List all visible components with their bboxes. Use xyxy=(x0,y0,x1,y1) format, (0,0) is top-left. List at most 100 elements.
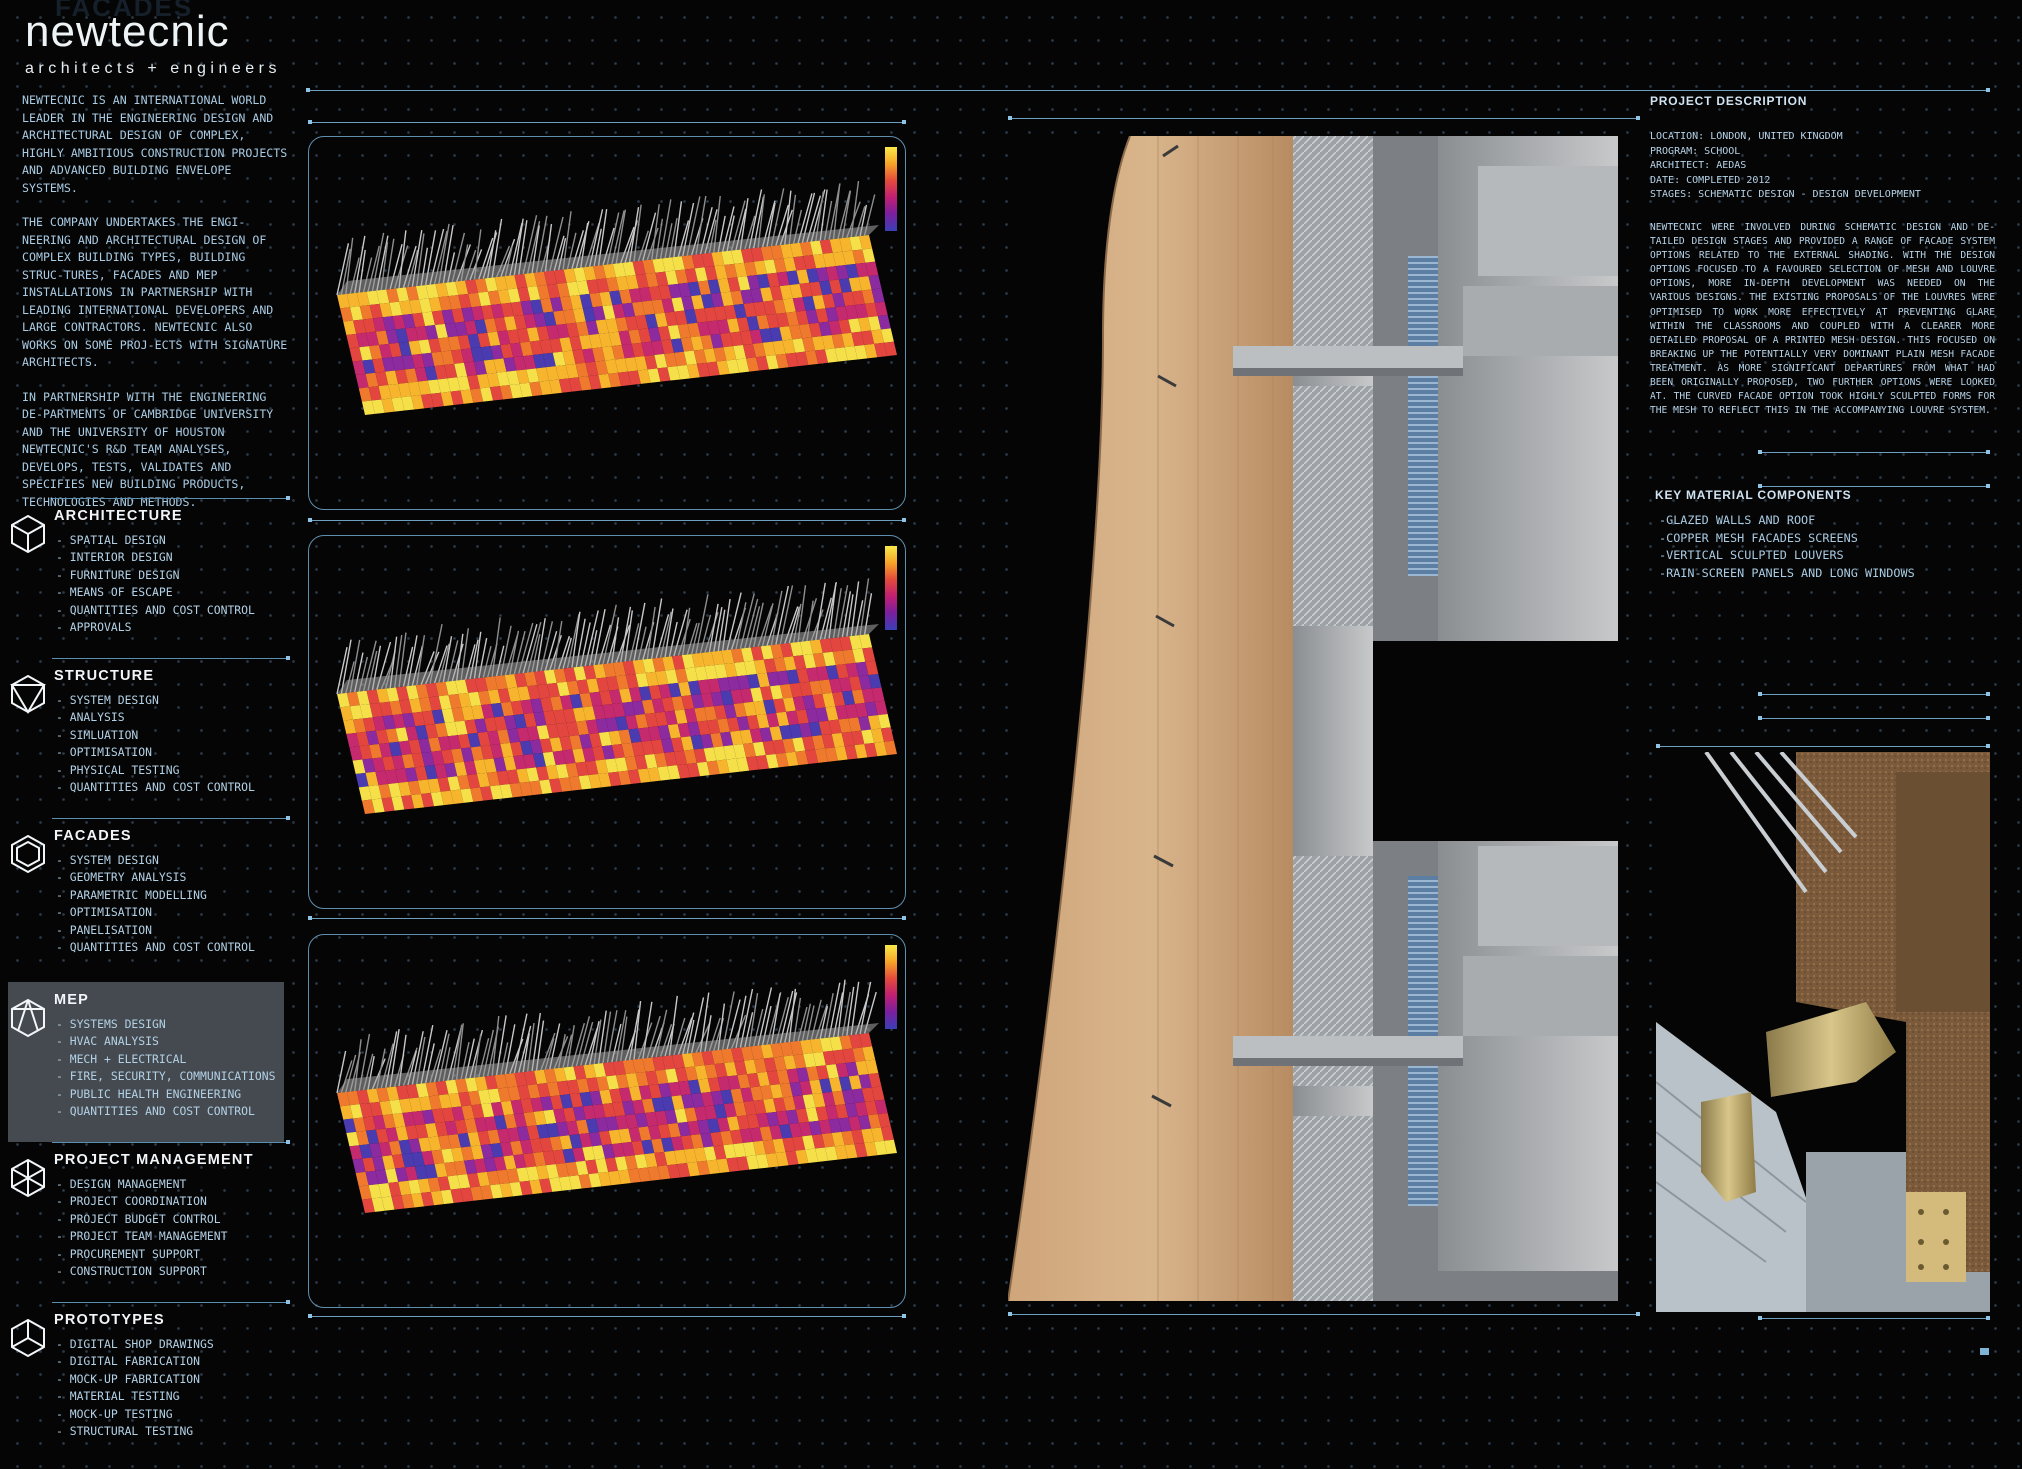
heatmap-cell xyxy=(440,1189,454,1205)
heatmap-cell xyxy=(526,368,540,383)
heatmap-cell xyxy=(411,752,425,768)
heatmap-cell xyxy=(746,756,760,771)
heatmap-cell xyxy=(582,1146,596,1161)
heatmap-cell xyxy=(792,1095,806,1110)
heatmap-cell xyxy=(634,1154,648,1169)
heatmap-cell xyxy=(776,312,790,328)
heatmap-cell xyxy=(537,1083,551,1098)
heatmap-cell xyxy=(704,665,718,680)
heatmap-cell xyxy=(484,318,498,333)
heatmap-cell xyxy=(583,665,597,680)
heatmap-cell xyxy=(806,667,820,682)
corner-marker xyxy=(1980,1348,1989,1355)
heatmap-cell xyxy=(418,339,432,354)
heatmap-cell xyxy=(346,691,360,707)
heatmap-cell xyxy=(454,362,468,378)
heatmap-cell xyxy=(740,248,754,263)
heatmap-cell xyxy=(822,293,836,309)
heatmap-cell xyxy=(678,282,692,298)
heatmap-cell xyxy=(471,705,485,720)
heatmap-cell xyxy=(388,741,402,757)
heatmap-cell xyxy=(431,709,445,724)
heatmap-cell xyxy=(829,1077,843,1092)
heatmap-cell xyxy=(566,322,580,338)
list-item: - DIGITAL SHOP DRAWINGS xyxy=(56,1337,214,1351)
heatmap-cell xyxy=(500,1141,514,1157)
heatmap-cell xyxy=(575,761,589,777)
heatmap-cell xyxy=(740,289,754,304)
heatmap-cell xyxy=(593,265,607,280)
heatmap-cell xyxy=(625,1114,639,1129)
heatmap-cell xyxy=(427,778,441,793)
heatmap-cell xyxy=(461,706,475,721)
heatmap-cell xyxy=(842,649,856,664)
frame-line xyxy=(308,916,906,920)
heatmap-cell xyxy=(589,732,602,748)
heatmap-cell xyxy=(763,1057,777,1072)
heatmap-cell xyxy=(464,1159,477,1175)
project-program: PROGRAM: SCHOOL xyxy=(1650,145,1741,157)
heatmap-cell xyxy=(783,1055,797,1070)
heatmap-cell xyxy=(730,689,744,704)
heatmap-cell xyxy=(487,1129,501,1145)
heatmap-cell xyxy=(579,1133,593,1148)
heatmap-cell xyxy=(700,734,714,749)
hexagon-icon xyxy=(11,834,45,874)
heatmap-cell xyxy=(769,327,783,342)
heatmap-cell xyxy=(755,755,769,770)
heatmap-cell xyxy=(864,1141,878,1157)
heatmap-cell xyxy=(601,745,615,760)
list-item: - PROJECT COORDINATION xyxy=(56,1194,207,1209)
list-item: - STRUCTURAL TESTING xyxy=(56,1424,194,1439)
heatmap-cell xyxy=(585,1118,599,1133)
heatmap-cell xyxy=(441,350,455,365)
heatmap-cell xyxy=(651,698,665,713)
heatmap-cell xyxy=(595,360,609,375)
heatmap-cell xyxy=(841,731,855,747)
heatmap-cell xyxy=(667,724,681,739)
list-item: - HVAC ANALYSIS xyxy=(56,1034,159,1049)
heatmap-cell xyxy=(440,391,454,407)
heatmap-cell xyxy=(805,749,819,764)
heatmap-cell xyxy=(478,1089,491,1105)
heatmap-cell xyxy=(349,746,363,761)
list-item: - PROJECT BUDGET CONTROL xyxy=(56,1211,221,1226)
heatmap-cell xyxy=(710,1090,724,1106)
list-item: - DIGITAL FABRICATION xyxy=(56,1354,201,1369)
heatmap-cell xyxy=(809,1038,823,1053)
heatmap-cell xyxy=(566,680,580,696)
heatmap-cell xyxy=(563,1107,577,1122)
heatmap-cell xyxy=(550,297,564,312)
heatmap-cell xyxy=(868,1073,882,1088)
heatmap-cell xyxy=(802,337,816,352)
heatmap-cell xyxy=(552,1149,566,1165)
heatmap-cell xyxy=(460,348,474,363)
list-item: - QUANTITIES AND COST CONTROL xyxy=(56,780,255,795)
louvre-fin xyxy=(815,582,826,641)
heatmap-cell xyxy=(585,1159,599,1175)
heatmap-cell xyxy=(611,345,625,360)
heatmap-cell xyxy=(517,686,531,701)
heatmap-cell xyxy=(635,672,649,688)
heatmap-cell xyxy=(418,1096,432,1111)
heatmap-cell xyxy=(556,282,570,298)
heatmap-cell xyxy=(438,695,452,710)
heatmap-cell xyxy=(848,1075,862,1090)
heatmap-cell xyxy=(595,759,609,774)
heatmap-cell xyxy=(381,797,395,812)
heatmap-cell xyxy=(427,1177,441,1192)
heatmap-cell xyxy=(678,1080,692,1096)
heatmap-cell xyxy=(408,381,421,397)
heatmap-cell xyxy=(352,1158,366,1173)
heatmap-cell xyxy=(388,1181,402,1197)
heatmap-cell xyxy=(489,386,503,401)
heatmap-cell xyxy=(746,1114,760,1129)
heatmap-cell xyxy=(553,269,567,284)
heatmap-cell xyxy=(683,350,697,365)
heatmap-cell xyxy=(409,1097,423,1112)
heatmap-cell xyxy=(362,758,376,773)
heatmap-cell xyxy=(509,782,523,798)
heatmap-cell xyxy=(737,276,751,291)
heatmap-cell xyxy=(786,669,800,684)
heatmap-cell xyxy=(723,305,737,320)
